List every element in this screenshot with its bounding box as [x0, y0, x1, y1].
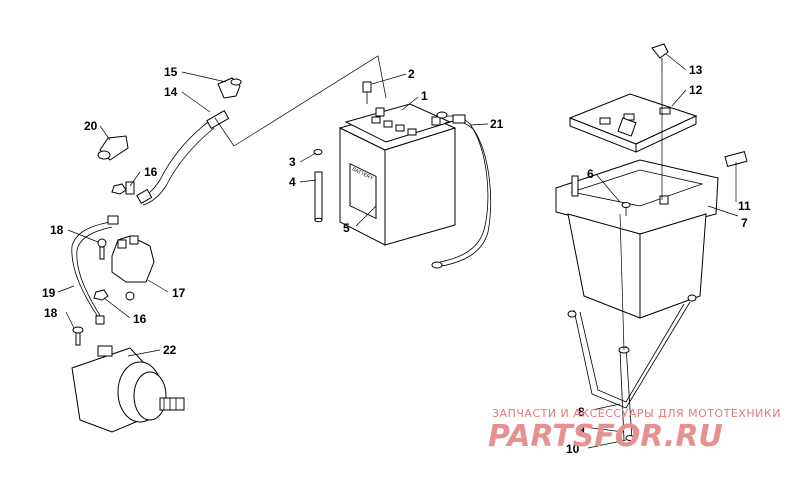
battery-box — [555, 159, 719, 319]
bolt-18-lower — [72, 326, 84, 346]
cable-19 — [71, 215, 119, 325]
callout-17: 17 — [172, 286, 186, 300]
starter-solenoid — [111, 235, 155, 301]
callout-14: 14 — [164, 85, 178, 99]
vent-tube — [313, 149, 323, 223]
callout-8: 8 — [578, 405, 585, 419]
callout-16-upper: 16 — [144, 165, 158, 179]
callout-18-lower: 18 — [44, 306, 58, 320]
starter-cable-14 — [136, 109, 230, 206]
callout-18-upper: 18 — [50, 223, 64, 237]
watermark-logo: PARTSFOR.RU — [488, 419, 723, 454]
terminal-screw — [362, 81, 372, 104]
battery-cover — [568, 93, 698, 153]
starter-motor — [71, 345, 185, 433]
nut-16-upper — [111, 181, 135, 195]
clip-11 — [724, 150, 748, 168]
nut-16-lower — [93, 289, 109, 301]
callout-3: 3 — [289, 155, 296, 169]
callout-11: 11 — [738, 199, 751, 213]
battery: BATTERY — [338, 103, 457, 246]
callout-5: 5 — [343, 221, 350, 235]
callout-7: 7 — [741, 216, 748, 230]
knob-13 — [651, 43, 669, 72]
battery-cable-21 — [431, 111, 492, 269]
callout-15: 15 — [164, 65, 178, 79]
callout-6: 6 — [587, 167, 594, 181]
callout-22: 22 — [163, 343, 177, 357]
callout-20: 20 — [84, 119, 98, 133]
screw-6 — [621, 202, 631, 216]
callout-4: 4 — [289, 175, 296, 189]
terminal-boot-15 — [217, 77, 242, 99]
callout-2: 2 — [408, 67, 415, 81]
watermark-tagline: ЗАПЧАСТИ И АКСЕССУАРЫ ДЛЯ МОТОТЕХНИКИ — [492, 407, 781, 420]
terminal-boot-20 — [97, 135, 129, 161]
callout-9: 9 — [578, 423, 585, 437]
callout-10: 10 — [566, 442, 580, 456]
callout-16-lower: 16 — [133, 312, 147, 326]
callout-12: 12 — [689, 83, 703, 97]
callout-19: 19 — [42, 286, 56, 300]
bolt-18-upper — [97, 238, 107, 260]
hold-down-strap — [567, 294, 697, 441]
callout-21: 21 — [490, 117, 504, 131]
callout-1: 1 — [421, 89, 428, 103]
callout-13: 13 — [689, 63, 703, 77]
